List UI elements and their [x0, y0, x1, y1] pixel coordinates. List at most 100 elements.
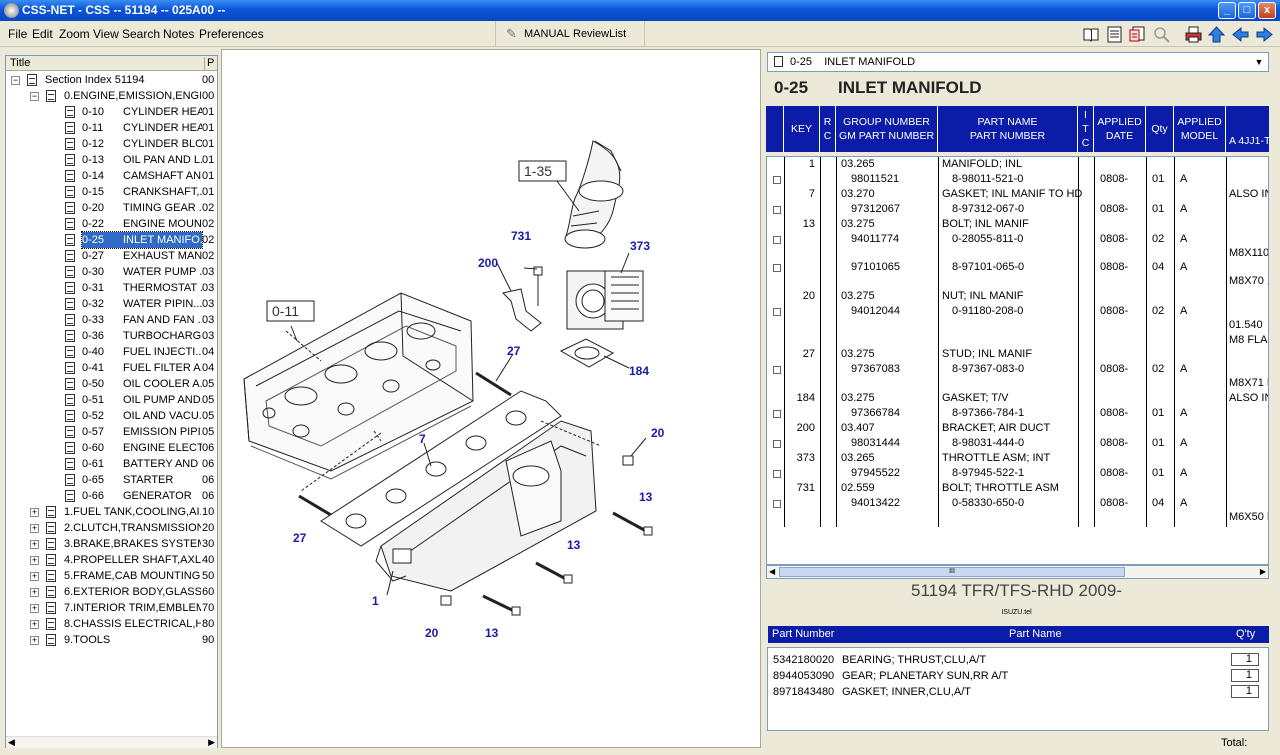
expand-icon[interactable]: +	[30, 555, 39, 565]
ref-box-0-11[interactable]: 0-11	[272, 303, 299, 319]
row-checkbox[interactable]	[773, 410, 781, 418]
search-icon[interactable]	[1152, 25, 1171, 44]
related-part-number[interactable]: 5342180020	[773, 654, 835, 666]
callout-27[interactable]: 27	[293, 531, 307, 545]
related-part-name[interactable]: GASKET; INNER,CLU,A/T	[842, 686, 971, 698]
row-checkbox[interactable]	[773, 236, 781, 244]
close-button[interactable]: x	[1258, 2, 1276, 19]
callout-13[interactable]: 13	[485, 626, 499, 640]
menu-preferences[interactable]: Preferences	[199, 27, 264, 41]
ref-box-1-35[interactable]: 1-35	[524, 163, 552, 179]
back-icon[interactable]	[1231, 25, 1250, 44]
tree-col-p[interactable]: P	[204, 57, 214, 71]
section-select[interactable]: 0-25 INLET MANIFOLD ▼	[767, 52, 1269, 72]
expand-icon[interactable]: +	[30, 507, 39, 517]
callout-13[interactable]: 13	[567, 538, 581, 552]
scroll-left-icon[interactable]: ◀	[8, 737, 15, 747]
menu-file[interactable]: File	[8, 27, 28, 41]
menu-edit[interactable]: Edit	[32, 27, 53, 41]
expand-icon[interactable]: +	[30, 587, 39, 597]
scroll-right-icon[interactable]: ▶	[208, 737, 215, 747]
related-part-name[interactable]: BEARING; THRUST,CLU,A/T	[842, 654, 987, 666]
expand-icon[interactable]: +	[30, 523, 39, 533]
callout-1[interactable]: 1	[372, 594, 379, 608]
tree-group-1[interactable]: + 1.FUEL TANK,COOLING,AI... 10	[6, 504, 217, 520]
tree-group-2[interactable]: + 2.CLUTCH,TRANSMISSION... 20	[6, 520, 217, 536]
tree-group-3[interactable]: + 3.BRAKE,BRAKES SYSTEM 30	[6, 536, 217, 552]
menu-notes[interactable]: Notes	[163, 27, 195, 41]
print-icon[interactable]	[1184, 25, 1203, 44]
grid-horizontal-scrollbar[interactable]: ◀ III ▶	[766, 565, 1269, 579]
expand-icon[interactable]: +	[30, 539, 39, 549]
col-itc[interactable]: I T C	[1078, 106, 1094, 152]
related-part-qty[interactable]: 1	[1231, 669, 1259, 682]
tree-col-title[interactable]: Title	[10, 57, 31, 69]
expand-icon[interactable]: +	[30, 619, 39, 629]
col-key[interactable]: KEY	[784, 106, 820, 152]
col-qty[interactable]: Q'ty	[1236, 628, 1256, 640]
row-checkbox[interactable]	[773, 206, 781, 214]
callout-20[interactable]: 20	[651, 426, 665, 440]
scroll-right-icon[interactable]: ▶	[1259, 567, 1266, 576]
list-icon[interactable]	[1105, 25, 1124, 44]
callout-7[interactable]: 7	[419, 432, 426, 446]
col-group-number[interactable]: GROUP NUMBER GM PART NUMBER	[836, 106, 938, 152]
menu-zoom[interactable]: Zoom	[59, 27, 90, 41]
row-checkbox[interactable]	[773, 366, 781, 374]
related-part-number[interactable]: 8971843480	[773, 686, 835, 698]
tree-group-4[interactable]: + 4.PROPELLER SHAFT,AXLE... 40	[6, 552, 217, 568]
callout-27[interactable]: 27	[507, 344, 521, 358]
scroll-thumb[interactable]: III	[779, 567, 1125, 577]
menu-view[interactable]: View	[93, 27, 119, 41]
minimize-button[interactable]: _	[1218, 2, 1236, 19]
row-checkbox[interactable]	[773, 176, 781, 184]
related-part-qty[interactable]: 1	[1231, 685, 1259, 698]
forward-icon[interactable]	[1255, 25, 1274, 44]
tree-horizontal-scrollbar[interactable]: ◀ ▶	[6, 736, 217, 748]
row-checkbox[interactable]	[773, 470, 781, 478]
home-icon[interactable]	[1207, 25, 1226, 44]
related-part-number[interactable]: 8944053090	[773, 670, 835, 682]
callout-200[interactable]: 200	[478, 256, 498, 270]
collapse-icon[interactable]: −	[11, 75, 20, 85]
col-applied-model[interactable]: APPLIED MODEL	[1174, 106, 1226, 152]
callout-731[interactable]: 731	[511, 229, 531, 243]
col-engine[interactable]: A 4JJ1-T	[1229, 135, 1269, 147]
menu-search[interactable]: Search	[122, 27, 161, 41]
tree-group-7[interactable]: + 7.INTERIOR TRIM,EMBLEM... 70	[6, 600, 217, 616]
col-qty[interactable]: Qty	[1146, 106, 1174, 152]
row-checkbox[interactable]	[773, 264, 781, 272]
callout-13[interactable]: 13	[639, 490, 653, 504]
collapse-icon[interactable]: −	[30, 91, 39, 101]
tree-group-0[interactable]: − 0.ENGINE,EMISSION,ENGI... 00	[6, 88, 217, 104]
expand-icon[interactable]: +	[30, 603, 39, 613]
manual-button[interactable]: MANUAL	[524, 28, 570, 40]
reviewlist-button[interactable]: ReviewList	[573, 28, 627, 40]
col-part-name[interactable]: Part Name	[1009, 628, 1062, 640]
maximize-button[interactable]: □	[1238, 2, 1256, 19]
scroll-left-icon[interactable]: ◀	[769, 567, 776, 576]
callout-184[interactable]: 184	[629, 364, 649, 378]
notes-icon[interactable]	[1128, 25, 1147, 44]
chevron-down-icon[interactable]: ▼	[1254, 57, 1264, 67]
related-part-name[interactable]: GEAR; PLANETARY SUN,RR A/T	[842, 670, 1009, 682]
expand-icon[interactable]: +	[30, 571, 39, 581]
